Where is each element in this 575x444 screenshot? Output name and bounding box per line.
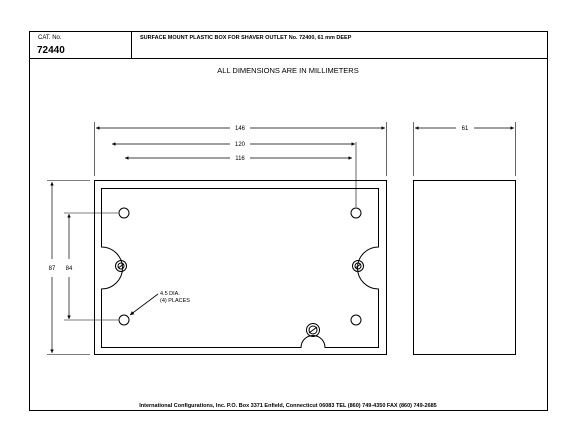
title-block: CAT. No. 72440 SURFACE MOUNT PLASTIC BOX… <box>29 31 548 59</box>
front-view: 4.5 DIA. (4) PLACES <box>94 180 387 355</box>
dim-overall-height-label: 87 <box>49 266 56 272</box>
dim-overall-width-label: 146 <box>235 126 246 132</box>
dim-hole-spacing-outer: 120 <box>112 142 355 148</box>
side-box-outline <box>413 180 516 355</box>
cat-number: 72440 <box>37 45 65 56</box>
dim-hole-spacing-vertical-label: 84 <box>66 266 73 272</box>
mounting-hole-top-right <box>350 207 362 219</box>
screw-right <box>352 260 364 272</box>
box-outline <box>94 180 387 355</box>
hole-callout-leader <box>129 293 159 316</box>
side-view <box>413 180 516 355</box>
dim-overall-width: 146 <box>96 126 385 132</box>
company-footer: International Configurations, Inc. P.O. … <box>139 403 437 409</box>
screw-bottom <box>306 323 320 337</box>
dim-hole-spacing-inner: 116 <box>125 156 352 162</box>
dim-depth: 61 <box>415 126 514 132</box>
mounting-hole-top-left <box>118 207 130 219</box>
dim-depth-label: 61 <box>462 126 469 132</box>
hole-callout-line1: 4.5 DIA. <box>160 291 180 297</box>
border-frame <box>29 31 548 411</box>
box-inner-outline <box>101 188 379 348</box>
units-note: ALL DIMENSIONS ARE IN MILLIMETERS <box>217 66 358 75</box>
mounting-hole-bottom-left <box>118 314 130 326</box>
dim-hole-spacing-vertical: 84 <box>66 214 73 319</box>
mounting-hole-bottom-right <box>350 314 362 326</box>
dim-overall-height: 87 <box>49 182 56 353</box>
dim-hole-spacing-outer-label: 120 <box>235 142 246 148</box>
cat-label: CAT. No. <box>38 35 62 41</box>
screw-left <box>115 260 127 272</box>
hole-callout-line2: (4) PLACES <box>160 298 190 304</box>
drawing-title: SURFACE MOUNT PLASTIC BOX FOR SHAVER OUT… <box>140 35 352 41</box>
dim-hole-spacing-inner-label: 116 <box>235 156 245 162</box>
extension-lines <box>47 122 516 355</box>
